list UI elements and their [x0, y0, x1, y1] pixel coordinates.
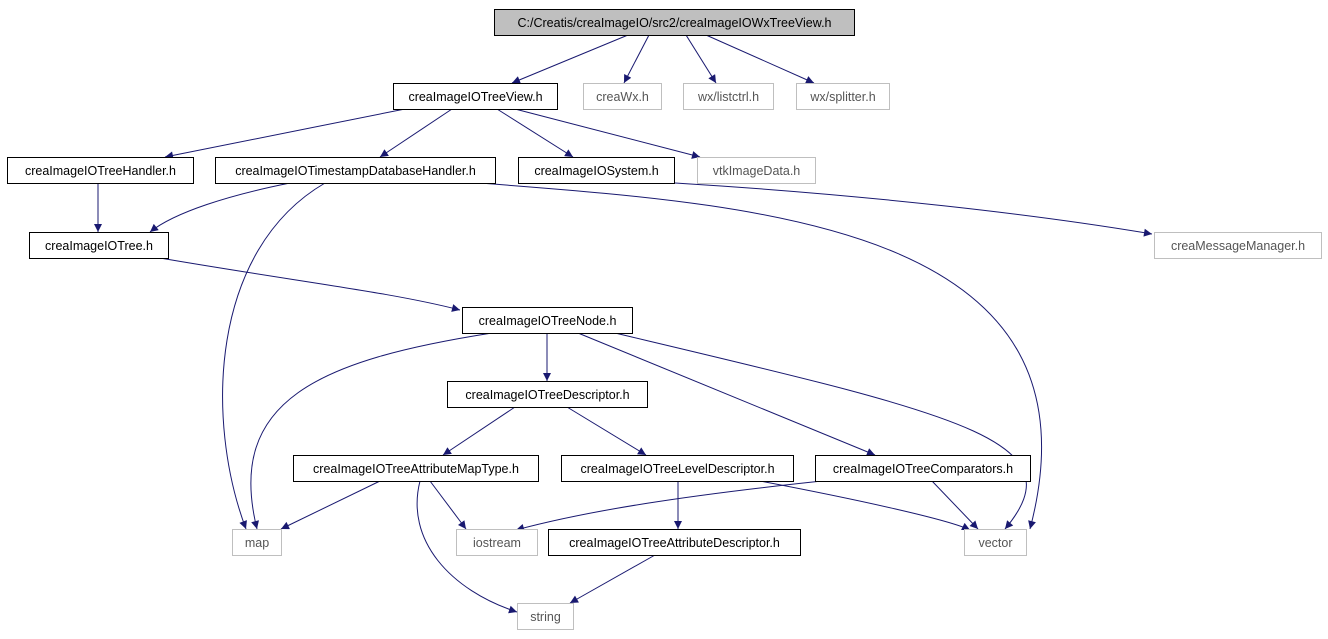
node-box	[456, 529, 538, 556]
node-label: creaImageIOTreeHandler.h	[25, 164, 176, 178]
node-label: creaImageIOTreeView.h	[408, 90, 542, 104]
node-treehandler[interactable]: creaImageIOTreeHandler.h	[7, 157, 194, 184]
edge-attrmaptype-to-string	[416, 480, 518, 614]
node-label: creaMessageManager.h	[1171, 239, 1305, 253]
edge-leveldescriptor-to-vector	[759, 480, 971, 531]
edge-tsdbhandler-to-vector	[479, 182, 1043, 530]
node-label: vtkImageData.h	[713, 164, 801, 178]
node-label: map	[245, 536, 269, 550]
node-box	[232, 529, 282, 556]
node-listctrl: wx/listctrl.h	[683, 83, 774, 110]
edge-layer	[94, 34, 1153, 614]
node-box	[447, 381, 648, 408]
node-label: string	[530, 610, 561, 624]
node-map: map	[232, 529, 282, 556]
edge-treeview-to-vtkimagedata	[514, 108, 701, 159]
node-box	[462, 307, 633, 334]
edge-attrdescriptor-to-string	[569, 554, 656, 604]
node-msgmanager: creaMessageManager.h	[1154, 232, 1322, 259]
edge-tsdbhandler-to-tree	[149, 182, 291, 233]
node-creawx: creaWx.h	[583, 83, 662, 110]
node-label: iostream	[473, 536, 521, 550]
edge-treenode-to-map	[250, 332, 493, 530]
node-box	[583, 83, 662, 110]
node-box	[293, 455, 539, 482]
node-splitter: wx/splitter.h	[796, 83, 890, 110]
node-label: C:/Creatis/creaImageIO/src2/creaImageIOW…	[518, 16, 832, 30]
node-label: creaImageIOTreeAttributeMapType.h	[313, 462, 519, 476]
edge-wxtreeview-to-creawx	[623, 34, 650, 84]
node-box	[697, 157, 816, 184]
node-string: string	[517, 603, 574, 630]
node-box	[561, 455, 794, 482]
node-label: vector	[978, 536, 1012, 550]
edge-treedescriptor-to-attrmaptype	[442, 406, 516, 456]
edge-treeview-to-system	[496, 108, 574, 158]
node-treenode[interactable]: creaImageIOTreeNode.h	[462, 307, 633, 334]
node-box	[1154, 232, 1322, 259]
edge-system-to-msgmanager	[674, 182, 1153, 237]
node-box	[964, 529, 1027, 556]
node-tree[interactable]: creaImageIOTree.h	[29, 232, 169, 259]
node-label: creaImageIOTreeDescriptor.h	[465, 388, 629, 402]
node-label: creaImageIOTreeNode.h	[479, 314, 617, 328]
node-box	[517, 603, 574, 630]
node-label: wx/splitter.h	[809, 90, 875, 104]
edge-treenode-to-vector	[614, 332, 1027, 530]
node-label: creaImageIOTree.h	[45, 239, 153, 253]
node-box	[683, 83, 774, 110]
node-box	[29, 232, 169, 259]
edge-treenode-to-comparators	[577, 332, 876, 456]
node-box	[815, 455, 1031, 482]
node-box	[7, 157, 194, 184]
edge-treedescriptor-to-leveldescriptor	[566, 406, 647, 456]
node-treedescriptor[interactable]: creaImageIOTreeDescriptor.h	[447, 381, 648, 408]
node-attrmaptype[interactable]: creaImageIOTreeAttributeMapType.h	[293, 455, 539, 482]
node-vtkimagedata: vtkImageData.h	[697, 157, 816, 184]
edge-tsdbhandler-to-map	[222, 182, 326, 530]
node-box	[494, 9, 855, 36]
node-comparators[interactable]: creaImageIOTreeComparators.h	[815, 455, 1031, 482]
node-attrdescriptor[interactable]: creaImageIOTreeAttributeDescriptor.h	[548, 529, 801, 556]
node-label: creaImageIOSystem.h	[534, 164, 658, 178]
edge-attrmaptype-to-iostream	[429, 480, 467, 530]
node-label: creaImageIOTreeComparators.h	[833, 462, 1013, 476]
node-box	[393, 83, 558, 110]
node-label: creaImageIOTimestampDatabaseHandler.h	[235, 164, 476, 178]
node-treeview[interactable]: creaImageIOTreeView.h	[393, 83, 558, 110]
node-label: creaImageIOTreeLevelDescriptor.h	[580, 462, 774, 476]
edge-attrmaptype-to-map	[280, 480, 381, 530]
edge-tree-to-treenode	[159, 257, 461, 312]
node-vector: vector	[964, 529, 1027, 556]
node-box	[215, 157, 496, 184]
edge-treeview-to-treehandler	[164, 108, 406, 160]
node-system[interactable]: creaImageIOSystem.h	[518, 157, 675, 184]
node-wxtreeview[interactable]: C:/Creatis/creaImageIO/src2/creaImageIOW…	[494, 9, 855, 36]
edge-comparators-to-vector	[931, 480, 979, 530]
edge-wxtreeview-to-listctrl	[685, 34, 717, 84]
node-leveldescriptor[interactable]: creaImageIOTreeLevelDescriptor.h	[561, 455, 794, 482]
node-label: wx/listctrl.h	[697, 90, 759, 104]
edge-wxtreeview-to-treeview	[511, 34, 629, 84]
node-label: creaWx.h	[596, 90, 649, 104]
edge-comparators-to-iostream	[515, 480, 823, 532]
node-box	[548, 529, 801, 556]
edge-treeview-to-tsdbhandler	[379, 108, 453, 158]
node-box	[796, 83, 890, 110]
node-layer: C:/Creatis/creaImageIO/src2/creaImageIOW…	[7, 9, 1322, 630]
node-tsdbhandler[interactable]: creaImageIOTimestampDatabaseHandler.h	[215, 157, 496, 184]
node-label: creaImageIOTreeAttributeDescriptor.h	[569, 536, 780, 550]
edge-wxtreeview-to-splitter	[705, 34, 815, 84]
node-box	[518, 157, 675, 184]
node-iostream: iostream	[456, 529, 538, 556]
